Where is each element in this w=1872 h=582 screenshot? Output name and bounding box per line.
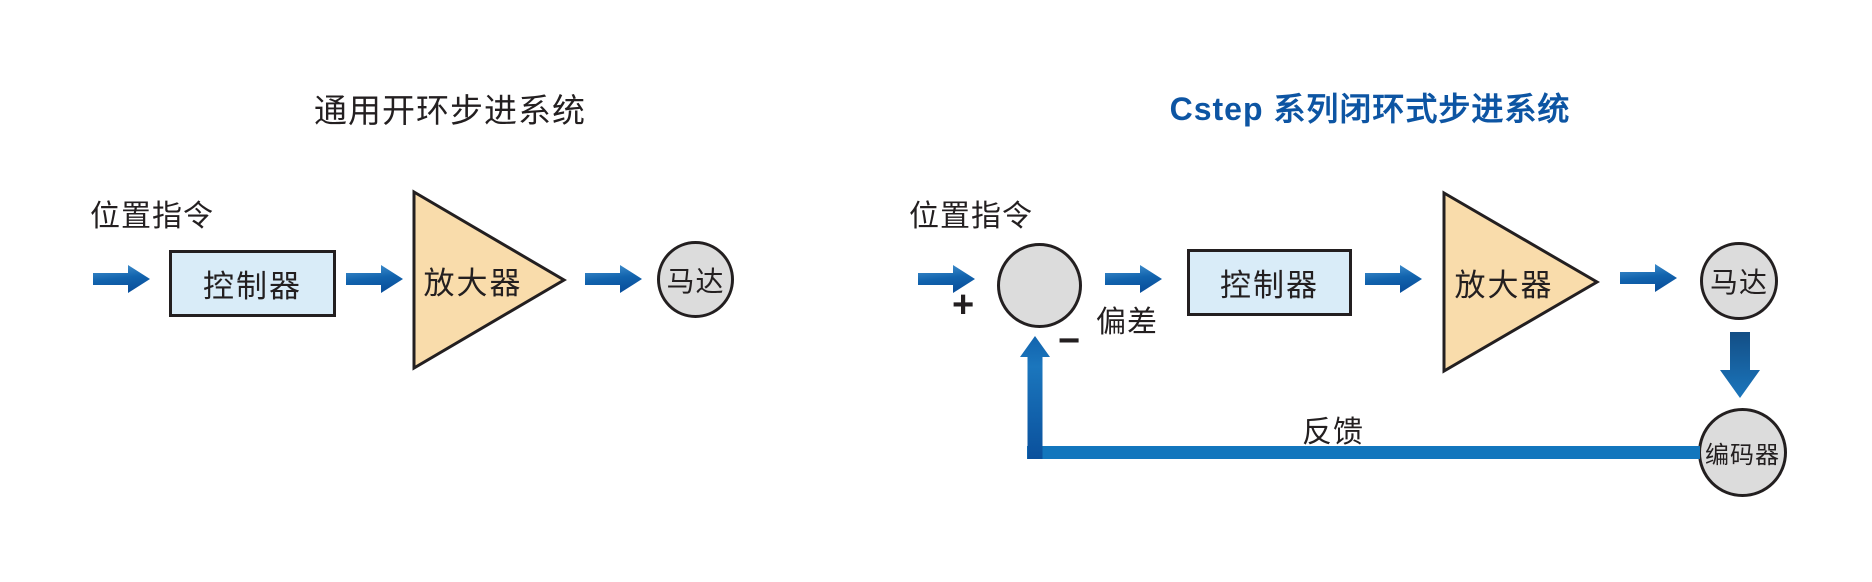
amplifier-triangle — [412, 189, 567, 371]
controller-label: 控制器 — [203, 269, 302, 304]
amplifier-label: 放大器 — [423, 265, 523, 301]
plus-sign: + — [952, 284, 975, 326]
open-loop-title: 通用开环步进系统 — [314, 92, 586, 129]
deviation-arrow-icon — [1105, 265, 1162, 293]
feedback-label: 反馈 — [1302, 416, 1364, 449]
amplifier-label: 放大器 — [1454, 267, 1554, 303]
amplifier-triangle — [1442, 190, 1600, 374]
controller-label: 控制器 — [1220, 268, 1319, 303]
amplifier-to-motor-arrow-icon — [1620, 264, 1677, 292]
minus-sign: − — [1058, 320, 1081, 362]
position-command-label: 位置指令 — [909, 200, 1033, 233]
motor-node: 马达 — [1700, 242, 1778, 320]
motor-node: 马达 — [657, 241, 734, 318]
closed-loop-diagram: Cstep 系列闭环式步进系统 位置指令 + − 偏差 控制器 放大器 马达 编… — [880, 0, 1872, 582]
motor-label: 马达 — [666, 265, 725, 297]
controller-to-amplifier-arrow-icon — [1365, 265, 1422, 293]
input-arrow-icon — [93, 265, 150, 293]
amplifier-to-motor-arrow-icon — [585, 265, 642, 293]
encoder-label: 编码器 — [1705, 442, 1780, 469]
position-command-label: 位置指令 — [90, 200, 214, 233]
controller-block: 控制器 — [169, 250, 336, 317]
deviation-label: 偏差 — [1096, 306, 1158, 339]
feedback-line — [1027, 446, 1700, 459]
motor-label: 马达 — [1709, 267, 1768, 298]
encoder-node: 编码器 — [1698, 408, 1787, 497]
controller-to-amplifier-arrow-icon — [346, 265, 403, 293]
input-arrow-icon — [918, 265, 975, 293]
feedback-arrow-icon — [1020, 336, 1050, 459]
open-loop-diagram: 通用开环步进系统 位置指令 控制器 放大器 马达 — [0, 0, 880, 582]
motor-to-encoder-arrow-icon — [1720, 332, 1760, 398]
summing-junction-node — [997, 243, 1082, 328]
controller-block: 控制器 — [1187, 249, 1352, 316]
closed-loop-title: Cstep 系列闭环式步进系统 — [1169, 91, 1571, 127]
